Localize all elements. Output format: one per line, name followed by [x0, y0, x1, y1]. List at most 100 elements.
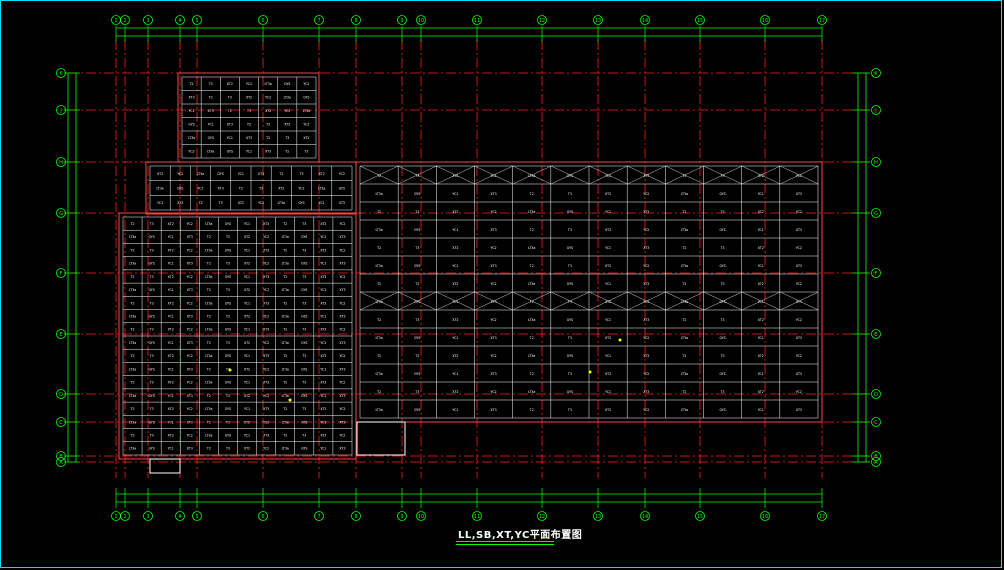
- member-label: YC1: [452, 228, 458, 232]
- member-label: YC1: [244, 407, 250, 411]
- member-label: GYS: [414, 336, 420, 340]
- axis-label: D: [874, 392, 878, 398]
- member-label: XT3: [187, 420, 193, 424]
- member-label: T3: [414, 210, 419, 214]
- member-label: YC1: [168, 367, 174, 371]
- member-label: XT3: [491, 228, 497, 232]
- member-label: T3: [149, 381, 154, 385]
- member-label: T3: [567, 372, 572, 376]
- axis-bubble: [56, 157, 66, 167]
- member-label: XT3: [491, 372, 497, 376]
- member-label: GYS: [339, 186, 345, 190]
- member-label: T3: [225, 420, 230, 424]
- member-label: T2: [130, 433, 135, 437]
- member-label: XT3: [339, 447, 345, 451]
- axis-label: 12: [539, 18, 545, 24]
- member-label: T3: [301, 222, 306, 226]
- member-label: T2: [246, 123, 251, 127]
- member-label: YC1: [168, 314, 174, 318]
- member-label: T2: [198, 201, 203, 205]
- member-label: YC2: [491, 246, 497, 250]
- member-label: XT3: [263, 248, 269, 252]
- member-label: GYS: [301, 314, 307, 318]
- outline-block-east: [355, 161, 823, 423]
- axis-bubble: [175, 15, 185, 25]
- member-label: GYS: [567, 354, 573, 358]
- member-label: YC2: [796, 354, 802, 358]
- brace: [550, 165, 590, 185]
- member-label: LT3a: [129, 235, 136, 239]
- member-label: YC2: [491, 174, 497, 178]
- member-label: T2: [681, 390, 686, 394]
- member-label: YC1: [452, 192, 458, 196]
- member-label: XT2: [320, 381, 326, 385]
- member-label: XT3: [643, 282, 649, 286]
- member-label: T3: [149, 248, 154, 252]
- member-label: T2: [206, 262, 211, 266]
- member-label: XT2: [320, 275, 326, 279]
- member-label: XT2: [605, 372, 611, 376]
- member-label: T2: [376, 282, 381, 286]
- member-label: T2: [282, 381, 287, 385]
- member-label: T3: [301, 354, 306, 358]
- axis-label: G: [59, 211, 63, 217]
- member-label: LT3a: [681, 336, 688, 340]
- axis-bubble: [537, 511, 547, 521]
- member-label: XT2: [168, 301, 174, 305]
- member-label: LT3a: [282, 394, 289, 398]
- axis-label: 1: [114, 18, 117, 24]
- axis-bubble: [351, 511, 361, 521]
- member-label: LT3a: [282, 420, 289, 424]
- member-label: YC1: [244, 354, 250, 358]
- member-label: LT3a: [205, 354, 212, 358]
- member-label: YC2: [339, 172, 345, 176]
- axis-bubble: [56, 417, 66, 427]
- member-label: LT3a: [205, 275, 212, 279]
- member-label: YC2: [187, 275, 193, 279]
- member-label: XT2: [244, 367, 250, 371]
- axis-bubble: [593, 511, 603, 521]
- member-label: YC2: [263, 288, 269, 292]
- member-label: XT3: [189, 96, 195, 100]
- axis-bubble: [56, 208, 66, 218]
- member-label: YC2: [187, 248, 193, 252]
- member-label: XT2: [244, 341, 250, 345]
- member-label: XT2: [452, 354, 458, 358]
- member-label: T3: [284, 136, 289, 140]
- member-label: T3: [225, 367, 230, 371]
- axis-label: 6: [261, 514, 264, 520]
- member-label: YC2: [339, 275, 345, 279]
- member-label: T3: [225, 314, 230, 318]
- axis-bubble: [817, 511, 827, 521]
- member-label: GYS: [567, 210, 573, 214]
- member-label: XT2: [168, 354, 174, 358]
- member-label: YC1: [246, 150, 252, 154]
- member-label: XT2: [278, 186, 284, 190]
- member-label: LT3a: [375, 408, 382, 412]
- member-label: GYS: [414, 372, 420, 376]
- member-label: T2: [130, 381, 135, 385]
- member-label: XT3: [491, 336, 497, 340]
- axis-label: 15: [697, 514, 703, 520]
- member-label: T3: [149, 275, 154, 279]
- member-label: LT3a: [278, 201, 285, 205]
- member-label: XT3: [643, 174, 649, 178]
- member-label: YC1: [319, 201, 325, 205]
- member-label: YC2: [796, 174, 802, 178]
- member-label: T2: [130, 248, 135, 252]
- member-label: T2: [282, 248, 287, 252]
- member-label: YC2: [187, 433, 193, 437]
- member-label: T3: [265, 123, 270, 127]
- member-label: YC2: [796, 390, 802, 394]
- member-label: XT2: [605, 228, 611, 232]
- member-label: LT3a: [681, 228, 688, 232]
- member-label: T2: [681, 354, 686, 358]
- member-label: XT2: [244, 420, 250, 424]
- axis-bubble: [871, 457, 881, 467]
- member-label: XT2: [168, 433, 174, 437]
- member-label: GYS: [567, 174, 573, 178]
- brace: [436, 291, 475, 311]
- member-label: XT2: [244, 288, 250, 292]
